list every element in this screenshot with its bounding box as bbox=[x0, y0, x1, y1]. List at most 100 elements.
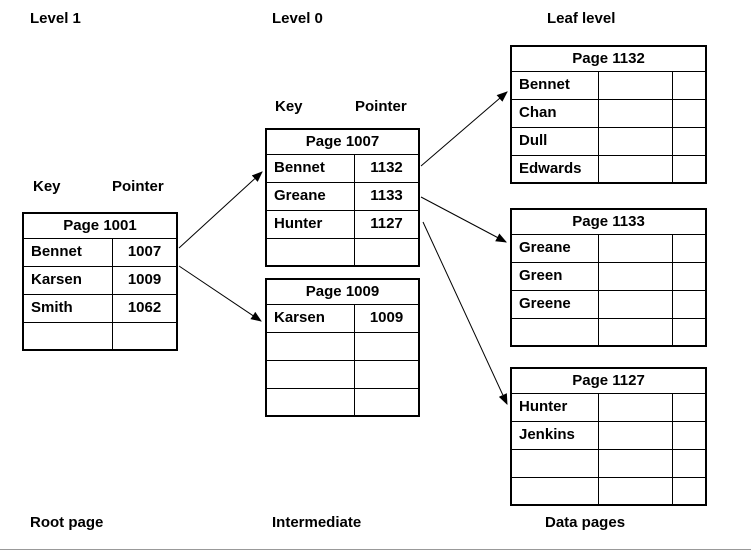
data-pages-label: Data pages bbox=[545, 514, 626, 531]
intermediate-pointer-header: Pointer bbox=[355, 98, 407, 115]
arrow-page1007-to-page1127 bbox=[422, 221, 508, 405]
key-cell: Greene bbox=[519, 295, 571, 312]
data-cell bbox=[598, 422, 672, 449]
key-cell: Greane bbox=[519, 239, 571, 256]
key-cell: Jenkins bbox=[519, 426, 575, 443]
key-cell bbox=[267, 333, 354, 360]
pointer-cell: 1132 bbox=[354, 155, 418, 182]
table-page-1007: Page 1007 Bennet 1132 Greane 1133 Hunter… bbox=[265, 128, 420, 267]
table-row: Chan bbox=[512, 100, 705, 128]
pointer-cell: 1009 bbox=[112, 267, 176, 294]
table-title: Page 1127 bbox=[512, 369, 705, 394]
table-row: Smith 1062 bbox=[24, 295, 176, 323]
data-cell bbox=[672, 394, 705, 421]
key-cell bbox=[24, 323, 112, 349]
data-cell bbox=[672, 128, 705, 155]
key-cell: Smith bbox=[31, 299, 73, 316]
data-cell bbox=[672, 156, 705, 182]
table-row: Greane 1133 bbox=[267, 183, 418, 211]
table-title: Page 1001 bbox=[24, 214, 176, 239]
table-row: Greane bbox=[512, 235, 705, 263]
table-page-1001: Page 1001 Bennet 1007 Karsen 1009 Smith … bbox=[22, 212, 178, 351]
key-cell bbox=[512, 319, 598, 345]
pointer-cell bbox=[112, 323, 176, 349]
data-cell bbox=[598, 291, 672, 318]
key-cell: Green bbox=[519, 267, 563, 284]
key-cell: Karsen bbox=[274, 309, 325, 326]
data-cell bbox=[672, 422, 705, 449]
key-cell: Greane bbox=[274, 187, 326, 204]
table-page-1133: Page 1133 Greane Green Greene bbox=[510, 208, 707, 347]
arrow-page1001-to-page1007 bbox=[178, 171, 263, 249]
key-cell: Bennet bbox=[31, 243, 82, 260]
pointer-cell: 1009 bbox=[354, 305, 418, 332]
data-cell bbox=[598, 128, 672, 155]
table-row: Edwards bbox=[512, 156, 705, 182]
table-row: Green bbox=[512, 263, 705, 291]
table-row: Bennet 1132 bbox=[267, 155, 418, 183]
intermediate-key-header: Key bbox=[275, 98, 303, 115]
key-cell: Bennet bbox=[519, 76, 570, 93]
table-row: Hunter bbox=[512, 394, 705, 422]
table-title: Page 1007 bbox=[267, 130, 418, 155]
level-1-label: Level 1 bbox=[30, 10, 81, 27]
key-cell: Karsen bbox=[31, 271, 82, 288]
pointer-cell bbox=[354, 361, 418, 388]
data-cell bbox=[672, 319, 705, 345]
data-cell bbox=[598, 100, 672, 127]
key-cell bbox=[512, 478, 598, 504]
intermediate-label: Intermediate bbox=[272, 514, 362, 531]
data-cell bbox=[598, 450, 672, 477]
table-page-1132: Page 1132 Bennet Chan Dull Edwards bbox=[510, 45, 707, 184]
key-cell bbox=[267, 361, 354, 388]
key-cell: Hunter bbox=[519, 398, 568, 415]
table-page-1127: Page 1127 Hunter Jenkins bbox=[510, 367, 707, 506]
data-cell bbox=[672, 235, 705, 262]
pointer-cell: 1133 bbox=[354, 183, 418, 210]
table-title: Page 1132 bbox=[512, 47, 705, 72]
data-cell bbox=[598, 235, 672, 262]
data-cell bbox=[672, 291, 705, 318]
table-row bbox=[512, 319, 705, 345]
data-cell bbox=[598, 478, 672, 504]
table-page-1009: Page 1009 Karsen 1009 bbox=[265, 278, 420, 417]
key-cell bbox=[267, 239, 354, 265]
arrow-page1001-to-page1009 bbox=[178, 265, 262, 322]
table-row: Hunter 1127 bbox=[267, 211, 418, 239]
table-title: Page 1133 bbox=[512, 210, 705, 235]
pointer-cell: 1127 bbox=[354, 211, 418, 238]
data-cell bbox=[598, 156, 672, 182]
root-pointer-header: Pointer bbox=[112, 178, 164, 195]
data-cell bbox=[672, 263, 705, 290]
table-row bbox=[267, 333, 418, 361]
data-cell bbox=[672, 478, 705, 504]
key-cell: Edwards bbox=[519, 160, 582, 177]
level-0-label: Level 0 bbox=[272, 10, 323, 27]
table-row bbox=[512, 478, 705, 504]
table-row: Greene bbox=[512, 291, 705, 319]
table-row: Jenkins bbox=[512, 422, 705, 450]
pointer-cell: 1062 bbox=[112, 295, 176, 322]
table-row bbox=[267, 239, 418, 265]
pointer-cell bbox=[354, 389, 418, 415]
leaf-level-label: Leaf level bbox=[547, 10, 616, 27]
pointer-cell: 1007 bbox=[112, 239, 176, 266]
data-cell bbox=[672, 450, 705, 477]
bottom-divider bbox=[0, 549, 751, 550]
data-cell bbox=[598, 394, 672, 421]
data-cell bbox=[672, 100, 705, 127]
root-key-header: Key bbox=[33, 178, 61, 195]
key-cell: Hunter bbox=[274, 215, 323, 232]
table-row: Bennet 1007 bbox=[24, 239, 176, 267]
key-cell bbox=[267, 389, 354, 415]
key-cell: Dull bbox=[519, 132, 548, 149]
table-row bbox=[24, 323, 176, 349]
table-title: Page 1009 bbox=[267, 280, 418, 305]
root-page-label: Root page bbox=[30, 514, 104, 531]
arrow-page1007-to-page1132 bbox=[420, 91, 508, 167]
table-row: Dull bbox=[512, 128, 705, 156]
data-cell bbox=[598, 263, 672, 290]
table-row bbox=[267, 361, 418, 389]
table-row: Karsen 1009 bbox=[267, 305, 418, 333]
